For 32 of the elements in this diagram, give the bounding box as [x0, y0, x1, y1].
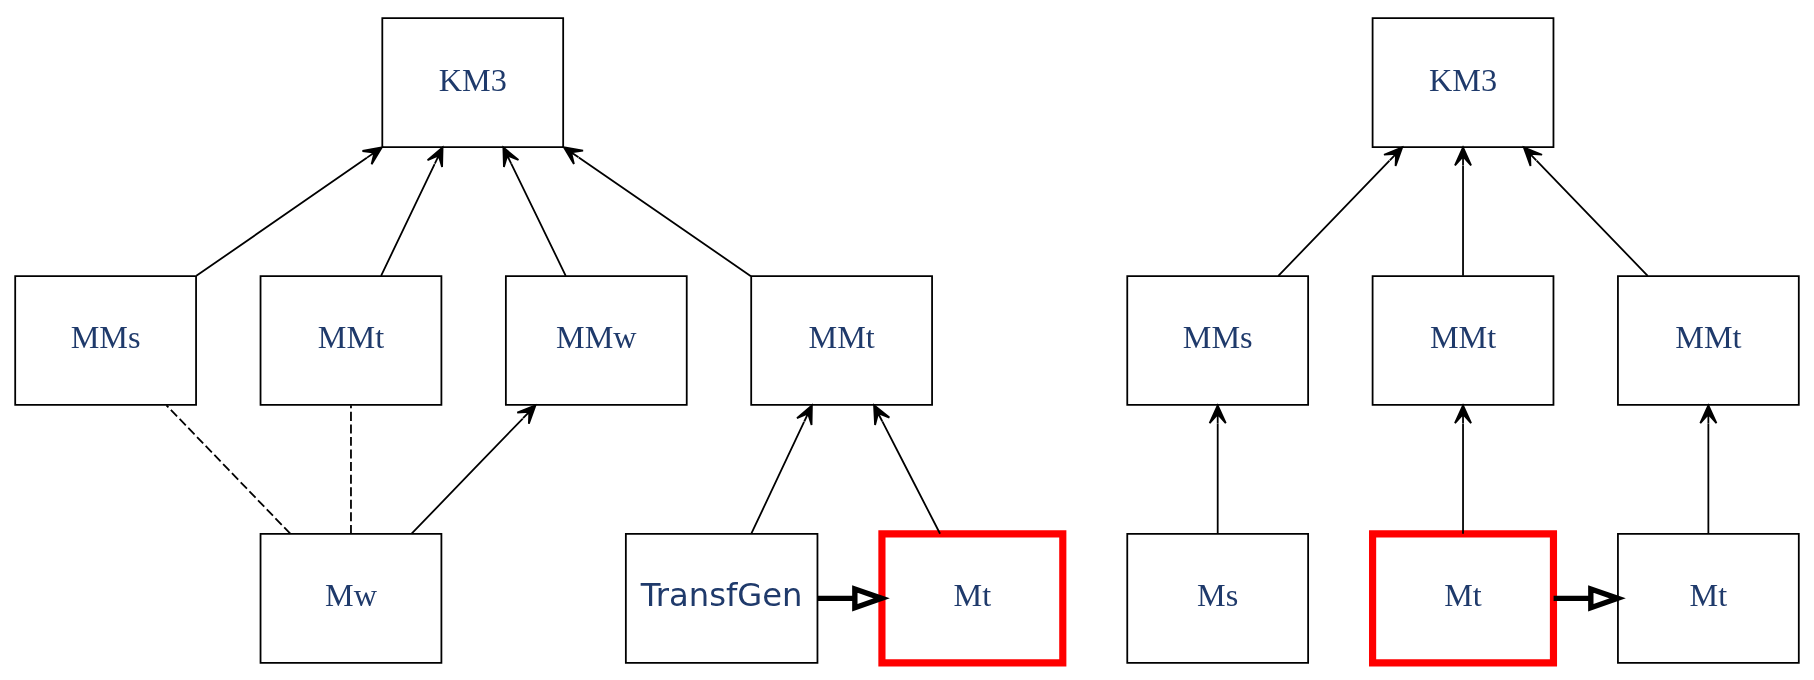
arrow [1699, 403, 1718, 535]
node-box: MMs [14, 274, 197, 406]
arrow [1522, 146, 1649, 277]
node-box: MMt [750, 274, 933, 406]
node-box: Ms [1126, 532, 1310, 664]
node-box: MMt [1617, 274, 1800, 406]
arrow [1208, 403, 1227, 535]
node-box: KM3 [1371, 16, 1555, 148]
arrow [195, 146, 383, 277]
node-box: MMs [1126, 274, 1310, 406]
node-box: KM3 [381, 16, 565, 148]
arrow [1277, 146, 1404, 277]
arrow [562, 145, 752, 277]
arrow [410, 403, 537, 535]
node-box: MMw [504, 274, 688, 406]
node-box: Mt [1369, 529, 1558, 666]
arrow [1454, 146, 1472, 277]
node-box: TransfGen [624, 532, 819, 664]
node-box: MMt [1371, 274, 1555, 406]
node-box: Mt [1617, 532, 1800, 664]
arrow [502, 146, 567, 277]
arrow [380, 146, 444, 277]
arrow [1454, 403, 1472, 535]
node-box: Mt [878, 529, 1067, 666]
connector [350, 403, 352, 535]
arrow [750, 403, 813, 535]
arrow [1553, 584, 1626, 612]
node-box: Mw [259, 532, 443, 664]
connector [165, 403, 292, 535]
arrow [873, 403, 941, 535]
arrow [817, 584, 890, 612]
node-box: MMt [259, 274, 443, 406]
